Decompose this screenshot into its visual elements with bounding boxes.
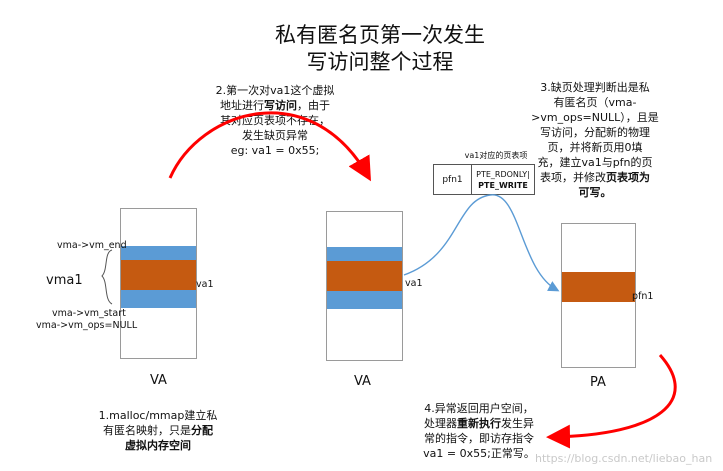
step3-line: 页，并将新页用0填 bbox=[547, 141, 643, 154]
step4-line: 常的指令，即访存指令 bbox=[424, 432, 534, 445]
va-mid-caption: VA bbox=[354, 374, 371, 389]
pte-table: pfn1 PTE_RDONLY| PTE_WRITE bbox=[433, 164, 535, 195]
step3-line: 有匿名页（vma- bbox=[553, 96, 637, 109]
step3-line: >vm_ops=NULL），且是 bbox=[531, 111, 659, 124]
step3-bold: 可写。 bbox=[578, 186, 612, 199]
va-mid-vma1-region bbox=[327, 261, 402, 291]
pfn1-label: pfn1 bbox=[632, 291, 654, 302]
step1-line: 1.malloc/mmap建立私 bbox=[98, 409, 218, 422]
vm-end-label: vma->vm_end bbox=[57, 240, 127, 251]
step1-bold: 分配 bbox=[191, 424, 213, 437]
va-mid-blue-bottom bbox=[327, 291, 402, 309]
va1-mid-label: va1 bbox=[405, 278, 423, 289]
va1-left-label: va1 bbox=[196, 279, 214, 290]
pte-flag-rdonly: PTE_RDONLY| bbox=[476, 169, 530, 179]
step4-line: va1 = 0x55;正常写。 bbox=[423, 447, 535, 460]
step3-line: 写访问，分配新的物理 bbox=[540, 126, 650, 139]
va-left-blue-top bbox=[121, 246, 196, 260]
step3-line: 充，建立va1与pfn的页 bbox=[537, 156, 653, 169]
pte-caption: va1对应的页表项 bbox=[464, 151, 528, 160]
step3-line: 3.缺页处理判断出是私 bbox=[540, 81, 650, 94]
step4-line: 4.异常返回用户空间， bbox=[424, 402, 534, 415]
step2-line: 地址进行写访问，由于 bbox=[220, 99, 330, 112]
title-line-2: 写访问整个过程 bbox=[306, 50, 454, 74]
step4-line: 处理器重新执行发生异 bbox=[424, 417, 534, 430]
pte-pfn: pfn1 bbox=[442, 174, 463, 185]
va-left-blue-bottom bbox=[121, 290, 196, 308]
step3-note: 3.缺页处理判断出是私 有匿名页（vma- >vm_ops=NULL），且是 写… bbox=[520, 80, 670, 200]
step1-line: 虚拟内存空间 bbox=[88, 438, 228, 453]
watermark: https://blog.csdn.net/liebao_han bbox=[535, 452, 713, 465]
step3-bold: 页表项为 bbox=[606, 171, 650, 184]
vma1-label: vma1 bbox=[46, 273, 83, 288]
diagram-title: 私有匿名页第一次发生 写访问整个过程 bbox=[250, 22, 510, 76]
step1-bold: 虚拟内存空间 bbox=[125, 439, 191, 452]
step4-note: 4.异常返回用户空间， 处理器重新执行发生异 常的指令，即访存指令 va1 = … bbox=[404, 401, 554, 461]
step2-bold: 写访问 bbox=[264, 99, 297, 112]
step4-bold: 重新执行 bbox=[457, 417, 501, 430]
step2-line: 发生缺页异常 bbox=[242, 129, 308, 142]
va-left-vma1-region bbox=[121, 260, 196, 290]
step1-line: 有匿名映射，只是分配 bbox=[103, 424, 213, 437]
step3-line: 表项，并修改页表项为 bbox=[540, 171, 650, 184]
pa-page-region bbox=[562, 272, 635, 302]
pte-flags-cell: PTE_RDONLY| PTE_WRITE bbox=[472, 165, 534, 194]
title-line-1: 私有匿名页第一次发生 bbox=[275, 23, 485, 47]
vma1-brace bbox=[101, 249, 113, 305]
vm-ops-label: vma->vm_ops=NULL bbox=[36, 320, 138, 331]
pte-pfn-cell: pfn1 bbox=[434, 165, 472, 194]
step2-line: 2.第一次对va1这个虚拟 bbox=[215, 84, 335, 97]
step3-line: 可写。 bbox=[520, 185, 670, 200]
step2-note: 2.第一次对va1这个虚拟 地址进行写访问，由于 其对应页表项不存在， 发生缺页… bbox=[195, 83, 355, 158]
va-left-caption: VA bbox=[150, 373, 167, 388]
step2-line: eg: va1 = 0x55; bbox=[230, 144, 320, 157]
vm-start-label: vma->vm_start bbox=[52, 308, 126, 319]
pa-caption: PA bbox=[590, 375, 606, 390]
va-mid-blue-top bbox=[327, 247, 402, 261]
pte-flag-write: PTE_WRITE bbox=[478, 180, 528, 190]
step1-note: 1.malloc/mmap建立私 有匿名映射，只是分配 虚拟内存空间 bbox=[88, 408, 228, 453]
step2-line: 其对应页表项不存在， bbox=[220, 114, 330, 127]
blue-arrow-pte bbox=[403, 194, 560, 292]
